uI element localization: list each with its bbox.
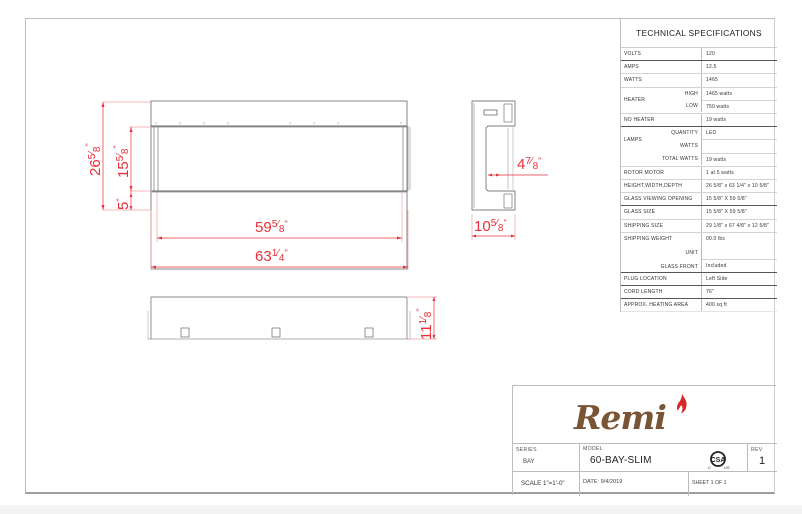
- drawing-border: [25, 18, 775, 494]
- dim-overall-depth: 105⁄8": [474, 218, 507, 235]
- csa-certification-icon: CSA C US: [708, 451, 730, 470]
- svg-text:US: US: [724, 465, 730, 470]
- spec-row-watts: WATTS 1465: [621, 74, 777, 88]
- page-bottom-strip: [0, 505, 802, 514]
- spec-row-shipping-weight: SHIPPING WEIGHT UNIT GLASS FRONT 00.0 lb…: [621, 232, 777, 273]
- top-view-dimension-lines: [408, 296, 437, 340]
- dim-bottom-height: 5": [115, 198, 132, 210]
- spec-row-shipping-size: SHIPPING SIZE 29 1/8" x 67 4/8" x 12 5/8…: [621, 219, 777, 233]
- series-cell: SERIES BAY: [513, 443, 580, 472]
- top-view-arrowheads: [432, 297, 436, 339]
- dim-glass-height: 155⁄8": [112, 145, 132, 178]
- dim-glass-depth: 47⁄8": [517, 156, 541, 173]
- date-cell: DATE: 9/4/2019: [580, 472, 689, 496]
- svg-text:111⁄8": 111⁄8": [415, 308, 435, 340]
- spec-row-amps: AMPS 12.5: [621, 61, 777, 75]
- front-view-arrowheads: [101, 102, 408, 269]
- spec-row-glass-viewing-opening: GLASS VIEWING OPENING 15 5/8" X 59 5/8": [621, 193, 777, 207]
- spec-row-no-heater: NO HEATER 19 watts: [621, 113, 777, 127]
- dim-overall-width: 631⁄4": [255, 248, 288, 265]
- technical-specifications-table: TECHNICAL SPECIFICATIONS VOLTS 120 AMPS …: [620, 18, 777, 313]
- dim-overall-height: 265⁄8": [84, 143, 104, 176]
- model-cell: MODEL 60-BAY-SLIM CSA C US: [580, 443, 748, 472]
- spec-row-cord-length: CORD LENGTH 76": [621, 285, 777, 300]
- dim-top-depth: 111⁄8": [415, 308, 435, 340]
- dimension-labels: 265⁄8" 155⁄8" 5" 595⁄8" 631⁄4" 47⁄8" 105…: [84, 143, 541, 340]
- svg-text:155⁄8": 155⁄8": [112, 145, 132, 178]
- revision-cell: REV 1: [748, 443, 777, 472]
- spec-row-plug-location: PLUG LOCATION Left Side: [621, 272, 777, 286]
- spec-row-rotor-motor: ROTOR MOTOR 1 at 5 watts: [621, 166, 777, 180]
- side-view-arrowheads: [472, 173, 515, 238]
- top-view: [147, 296, 411, 340]
- front-view-dimension-lines: [102, 101, 409, 270]
- brand-logo: Remi: [513, 386, 777, 444]
- flame-icon: [676, 394, 687, 413]
- front-view: [150, 100, 411, 270]
- spec-row-height-width-depth: HEIGHT,WIDTH,DEPTH 26 5/8" x 63 1/4" x 1…: [621, 179, 777, 194]
- svg-text:CSA: CSA: [711, 457, 726, 464]
- spec-row-heater: HEATER HIGH LOW 1465 watts 750 watts: [621, 87, 777, 114]
- side-view: [471, 100, 516, 211]
- svg-text:265⁄8": 265⁄8": [84, 143, 104, 176]
- spec-table-title: TECHNICAL SPECIFICATIONS: [621, 18, 777, 48]
- svg-text:5": 5": [115, 198, 132, 210]
- spec-row-glass-size: GLASS SIZE 15 5/8" X 59 5/8": [621, 206, 777, 220]
- spec-row-volts: VOLTS 120: [621, 48, 777, 62]
- spec-row-heating-area: APPROX. HEATING AREA 400 sq ft: [621, 299, 777, 313]
- sheet-cell: SHEET 1 OF 1: [692, 480, 727, 486]
- dim-glass-width: 595⁄8": [255, 219, 288, 236]
- title-block: Remi SERIES BAY MODEL 60-BAY-SLIM CSA C …: [512, 385, 777, 496]
- logo-wordmark: Remi: [574, 398, 667, 437]
- scale-cell: SCALE 1"=1'-0": [513, 472, 580, 496]
- spec-row-lamps: QUANTITY LAMPS WATTS TOTAL WATTS LED 19 …: [621, 126, 777, 167]
- svg-text:C: C: [708, 465, 711, 470]
